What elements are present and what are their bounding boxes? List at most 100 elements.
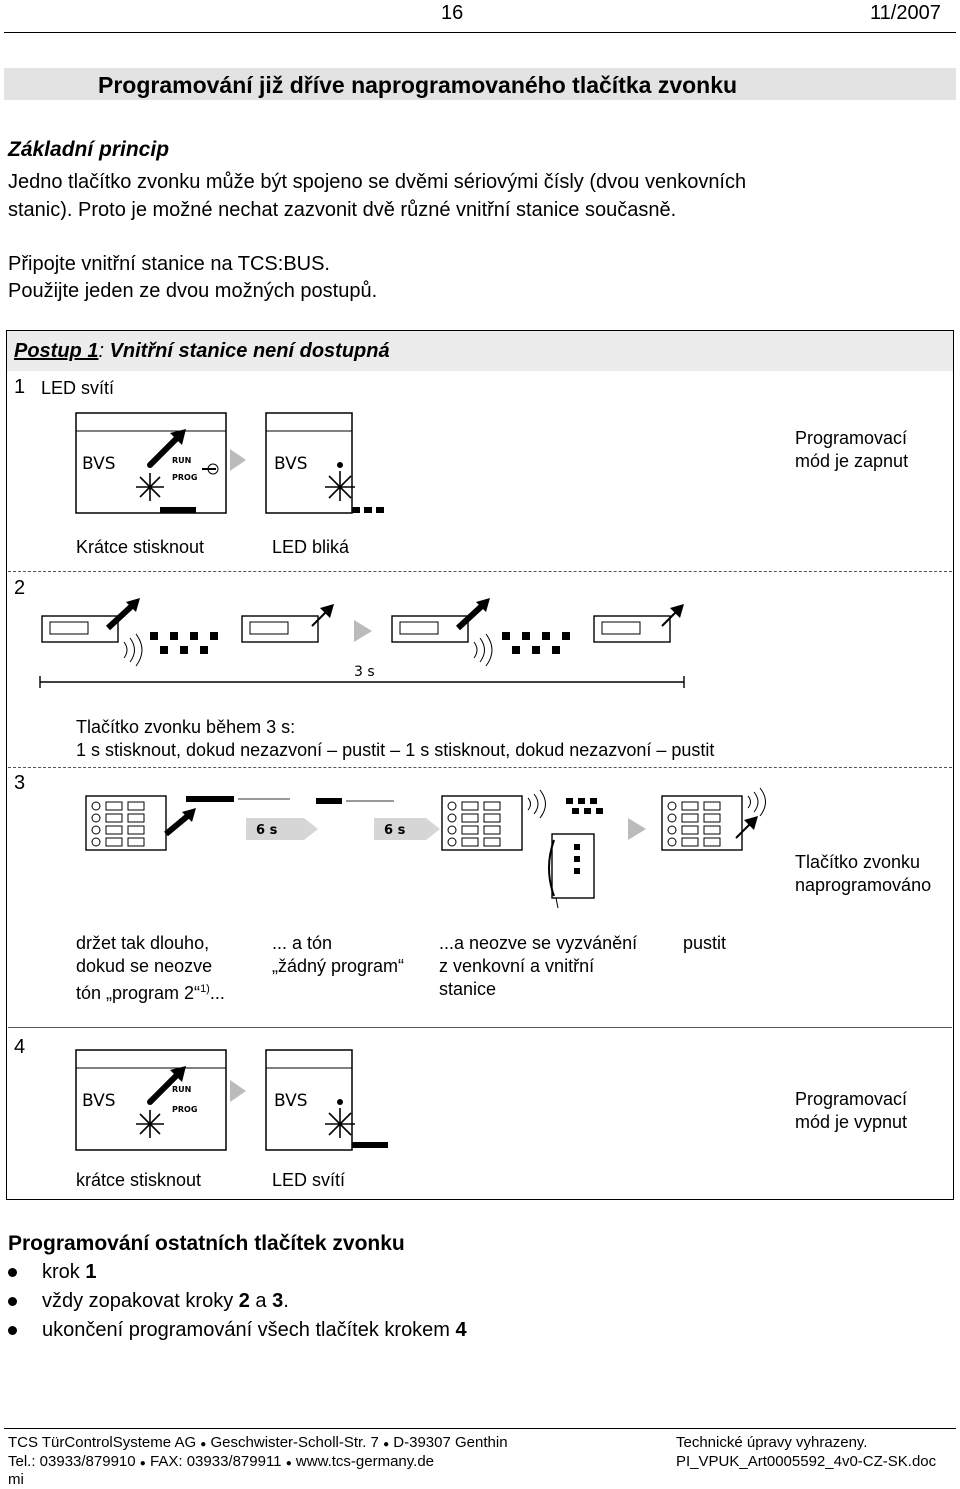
step-1-note-1: Programovací: [795, 428, 908, 448]
led-steady-icon: [325, 1108, 355, 1138]
footer-document-id: PI_VPUK_Art0005592_4v0-CZ-SK.doc: [676, 1453, 937, 1470]
bvs-device-1: BVS RUN PROG: [75, 412, 227, 514]
step-4-caption-led: LED svítí: [272, 1170, 346, 1190]
footer-overflow: mi: [8, 1471, 24, 1488]
list-item-2-mid: a: [249, 1290, 273, 1312]
step-3-caption-1c-text: tón „program 2“: [76, 983, 201, 1003]
next-arrow-icon: [628, 818, 646, 840]
step-3-desc-2: 1 s stisknout, dokud nezazvoní – pustit …: [76, 740, 715, 760]
intro-line-3: Připojte vnitřní stanice na TCS:BUS.: [8, 253, 330, 275]
list-item-3-text: ukončení programování všech tlačítek kro…: [42, 1319, 456, 1341]
bullet-2: [8, 1297, 17, 1306]
doorbell-panel-3: [661, 787, 766, 851]
step-1-note-2: mód je zapnut: [795, 451, 909, 471]
duration-label: 3 s: [354, 664, 375, 680]
svg-text:BVS: BVS: [274, 454, 308, 474]
run-label: RUN: [172, 456, 191, 465]
procedure-box: [6, 330, 954, 1200]
list-item-2-step-b: 3: [272, 1290, 284, 1312]
footer-city: D-39307 Genthin: [393, 1434, 508, 1451]
blink-pattern-2: [502, 632, 570, 654]
procedure-heading: Postup 1: Vnitřní stanice není dostupná: [14, 340, 390, 363]
bvs-device-3: BVS RUN PROG: [75, 1049, 227, 1151]
step-3-caption-1c: tón „program 2“1)...: [76, 978, 225, 1005]
document-date: 11/2007: [870, 2, 941, 24]
step-3-desc-1: Tlačítko zvonku během 3 s:: [76, 717, 296, 737]
step-3-caption-3c: stanice: [439, 979, 497, 999]
doorbell-panel-1: [85, 795, 196, 851]
next-arrow-icon: [230, 1080, 246, 1102]
step-3-caption-4: pustit: [683, 933, 727, 953]
step-4-number: 4: [14, 1036, 26, 1058]
list-item-2-text: vždy zopakovat kroky: [42, 1290, 239, 1312]
footer-rule: [4, 1428, 956, 1429]
timer-b-label: 6 s: [384, 823, 406, 838]
footer-line-2: Tel.: 03933/879910 ● FAX: 03933/879911 ●…: [8, 1453, 435, 1470]
footnote-marker: 1): [200, 983, 210, 995]
divider-step-3: [8, 767, 952, 768]
led-blink-icon: [325, 471, 355, 501]
procedure-header-band: [7, 331, 953, 371]
bvs-device-2: BVS: [265, 412, 384, 514]
list-item-3-step: 4: [455, 1319, 467, 1341]
press-arrow-icon: [147, 1066, 186, 1105]
led-burst-icon: [136, 473, 164, 501]
timer-a-label: 6 s: [256, 823, 278, 838]
svg-text:PROG: PROG: [172, 1105, 197, 1114]
step-3-caption-2a: ... a tón: [272, 933, 333, 953]
section-heading-principle: Základní princip: [8, 138, 170, 161]
step-4-note-1: Programovací: [795, 1089, 908, 1109]
timer-6s-a: 6 s: [246, 818, 318, 840]
footer-company: TCS TürControlSysteme AG: [8, 1434, 197, 1451]
svg-text:BVS: BVS: [274, 1091, 308, 1111]
step-4-caption-press: krátce stisknout: [76, 1170, 202, 1190]
intercom-handset: [548, 833, 595, 909]
list-item-1: krok 1: [42, 1261, 96, 1284]
blink-pattern-1: [150, 632, 218, 654]
bvs-device-4: BVS: [265, 1049, 388, 1151]
step-3-caption-2b: „žádný program“: [272, 956, 405, 976]
title-band: [4, 68, 956, 100]
step-1-caption-press: Krátce stisknout: [76, 537, 205, 557]
intro-line-1: Jedno tlačítko zvonku může být spojeno s…: [8, 171, 747, 193]
bvs-label: BVS: [82, 454, 116, 474]
blink-pattern-3: [566, 798, 603, 814]
timer-6s-b: 6 s: [374, 818, 440, 840]
footer-web: www.tcs-germany.de: [295, 1453, 435, 1470]
step-3-number: 3: [14, 772, 26, 794]
section-heading-other-buttons: Programování ostatních tlačítek zvonku: [8, 1232, 405, 1255]
svg-text:RUN: RUN: [172, 1085, 191, 1094]
step-1-number: 1: [14, 376, 26, 398]
duration-scale: 3 s: [39, 664, 685, 688]
step-3-note-1: Tlačítko zvonku: [795, 852, 921, 872]
list-item-3: ukončení programování všech tlačítek kro…: [42, 1319, 467, 1342]
step-1-caption-blink: LED bliká: [272, 537, 350, 557]
bullet-1: [8, 1268, 17, 1277]
list-item-1-step: 1: [85, 1261, 97, 1283]
step-3-caption-3b: z venkovní a vnitřní: [439, 956, 595, 976]
list-item-2: vždy zopakovat kroky 2 a 3.: [42, 1290, 289, 1313]
footer-address: Geschwister-Scholl-Str. 7: [210, 1434, 379, 1451]
divider-step-4: [8, 1027, 952, 1028]
bullet-3: [8, 1326, 17, 1335]
long-press-bar: [186, 796, 234, 802]
step-2-illustration: 3 s: [39, 598, 685, 688]
handset-release-2: [593, 604, 684, 643]
prog-label: PROG: [172, 473, 197, 482]
page-title: Programování již dříve naprogramovaného …: [98, 72, 738, 98]
list-item-2-tail: .: [283, 1290, 289, 1312]
footer-line-1: TCS TürControlSysteme AG ● Geschwister-S…: [8, 1434, 508, 1451]
step-4-note-2: mód je vypnut: [795, 1112, 908, 1132]
svg-text:BVS: BVS: [82, 1091, 116, 1111]
step-3-illustration: 6 s 6 s: [85, 787, 766, 909]
handset-press-1: [41, 598, 143, 667]
intro-line-4: Použijte jeden ze dvou možných postupů.: [8, 280, 378, 302]
step-3-caption-1a: držet tak dlouho,: [76, 933, 210, 953]
next-arrow-icon: [354, 620, 372, 642]
step-3-caption-1b: dokud se neozve: [76, 956, 213, 976]
step-4-illustration: BVS RUN PROG BVS: [75, 1049, 388, 1151]
footer-fax: FAX: 03933/879911: [150, 1453, 282, 1470]
intro-line-2: stanic). Proto je možné nechat zazvonit …: [8, 199, 677, 221]
list-item-2-step-a: 2: [238, 1290, 250, 1312]
step-3-caption-3a: ...a neozve se vyzvánění: [439, 933, 638, 953]
